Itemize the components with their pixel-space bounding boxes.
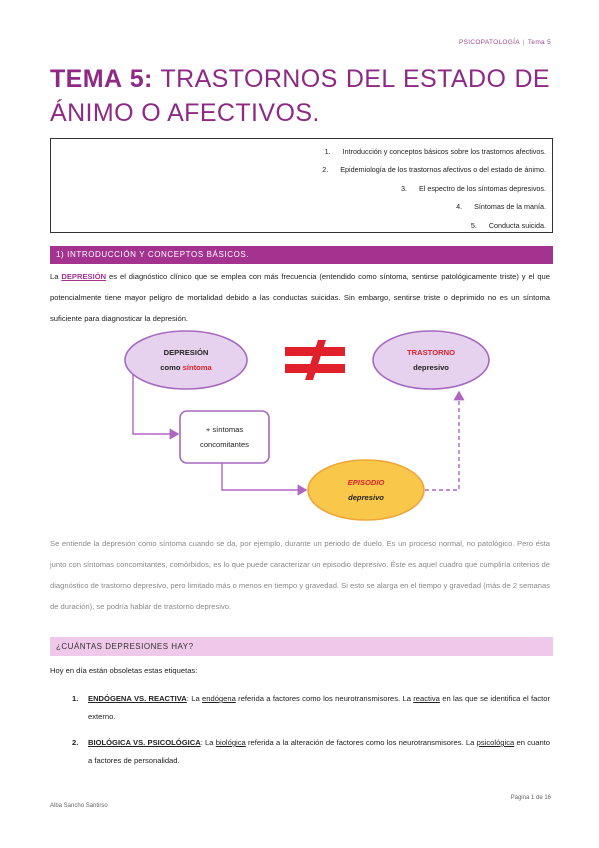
node-concomitantes-label: + síntomas concomitantes	[200, 425, 249, 449]
keyword-depresion: DEPRESIÓN	[61, 272, 107, 281]
node-depresion-label: DEPRESIÓN como síntoma	[160, 348, 212, 372]
toc-item-label: Epidemiología de los trastornos afectivo…	[340, 165, 546, 175]
title-prefix: TEMA 5:	[50, 65, 153, 93]
section-heading-intro: 1) INTRODUCCIÓN Y CONCEPTOS BÁSICOS.	[50, 246, 553, 264]
section-heading-cuantas: ¿CUÁNTAS DEPRESIONES HAY?	[50, 637, 553, 656]
toc-item[interactable]: 3.El espectro de los síntomas depresivos…	[51, 180, 546, 198]
header-tema: Tema 5	[527, 39, 551, 46]
title-rest: TRASTORNOS DEL ESTADO DE ÁNIMO O AFECTIV…	[50, 65, 551, 127]
running-header: PSICOPATOLOGÍA|Tema 5	[458, 39, 551, 46]
obsolete-labels-paragraph: Hoy en día están obsoletas estas etiquet…	[50, 666, 198, 675]
list-item-label: BIOLÓGICA VS. PSICOLÓGICA	[88, 738, 201, 747]
list-item-label: ENDÓGENA VS. REACTIVA	[88, 694, 187, 703]
header-subject: PSICOPATOLOGÍA	[458, 39, 520, 46]
list-item: 1. ENDÓGENA VS. REACTIVA: La endógena re…	[72, 694, 550, 721]
toc-item-label: El espectro de los síntomas depresivos.	[418, 183, 546, 193]
toc-item[interactable]: 4.Síntomas de la manía.	[51, 198, 546, 216]
toc-item-label: Conducta suicida.	[488, 220, 546, 230]
toc-item[interactable]: 5.Conducta suicida.	[51, 217, 546, 235]
not-equal-icon	[285, 340, 345, 380]
node-episodio-label: EPISODIO depresivo	[347, 478, 385, 502]
list-item: 2. BIOLÓGICA VS. PSICOLÓGICA: La biológi…	[72, 738, 551, 765]
toc-item-label: Introducción y conceptos básicos sobre l…	[342, 147, 546, 156]
footer-author: Alba Sancho Santirso	[50, 803, 108, 809]
toc-item[interactable]: 2.Epidemiología de los trastornos afecti…	[51, 161, 546, 179]
page-title: TEMA 5: TRASTORNOS DEL ESTADO DE ÁNIMO O…	[50, 62, 550, 130]
toc-item-label: Síntomas de la manía.	[474, 202, 546, 212]
arrow-sintoma-to-concomitantes	[132, 374, 180, 440]
toc-item[interactable]: 1.Introducción y conceptos básicos sobre…	[51, 143, 546, 161]
node-trastorno-label: TRASTORNO depresivo	[407, 348, 455, 372]
table-of-contents: 1.Introducción y conceptos básicos sobre…	[50, 138, 553, 233]
footer-page-number: Página 1 de 16	[510, 795, 551, 801]
explanation-paragraph: Se entiende la depresión como síntoma cu…	[50, 539, 550, 611]
arrow-concomitantes-to-episodio	[221, 463, 308, 496]
arrow-episodio-to-trastorno	[425, 390, 465, 491]
intro-paragraph: La DEPRESIÓN es el diagnóstico clínico q…	[50, 272, 550, 323]
